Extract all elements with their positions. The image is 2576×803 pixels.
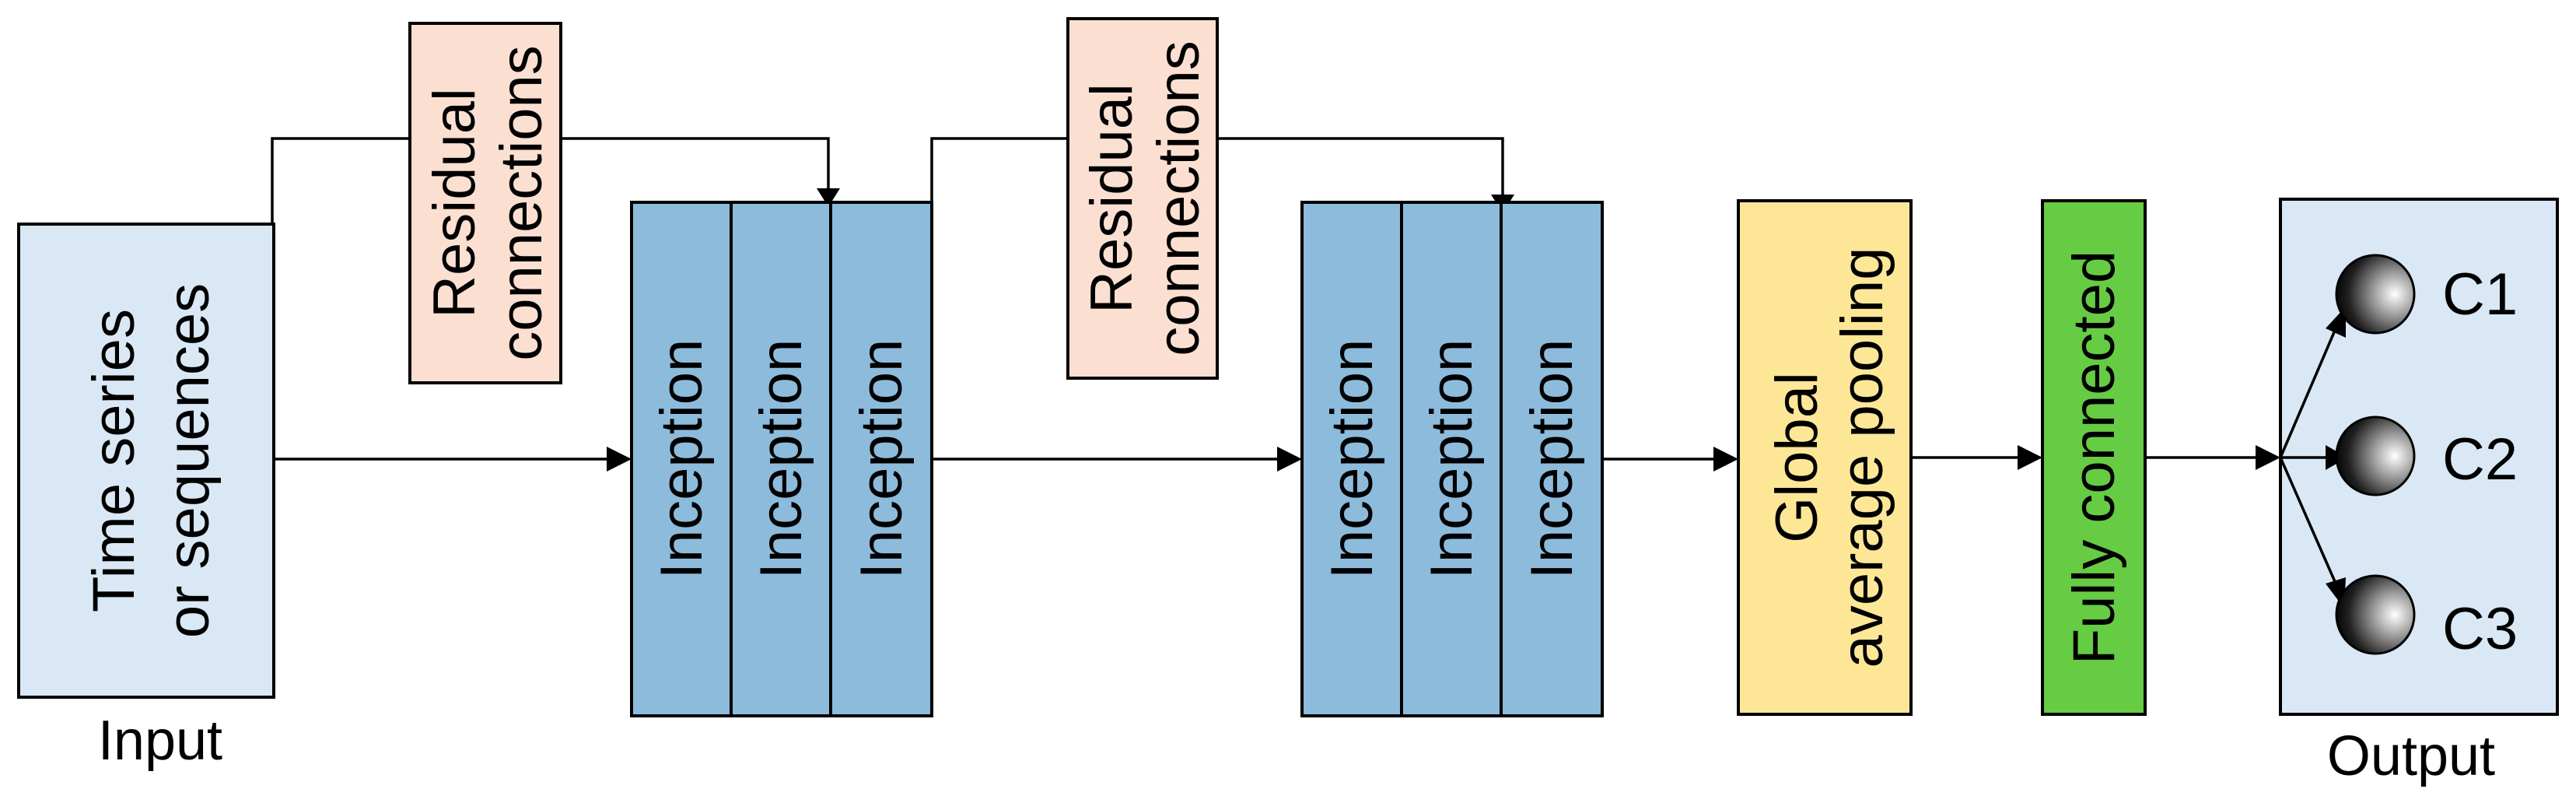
inception-module-box	[829, 201, 933, 717]
class-label-c2: C2	[2442, 426, 2518, 493]
inception-module-box	[730, 201, 832, 717]
class-label-c3: C3	[2442, 596, 2518, 662]
neuron-circle	[2335, 574, 2416, 655]
inception-module: Inception	[829, 201, 933, 717]
class-label-c1: C1	[2442, 261, 2518, 328]
inception-module: Inception	[630, 201, 733, 717]
residual-box-2	[1066, 17, 1219, 380]
inception-module: Inception	[1500, 201, 1604, 717]
neuron-circle	[2335, 416, 2416, 496]
output-neuron-c1: C1	[2335, 254, 2518, 335]
residual-2-label-line2: connections	[1146, 40, 1212, 356]
output-arrowhead-c1	[2326, 307, 2346, 338]
output-arrow-c3	[2279, 457, 2338, 586]
global-average-pooling-block: Global average pooling	[1737, 199, 1913, 716]
fully-connected-box	[2041, 199, 2147, 716]
inception-label: Inception	[1319, 339, 1385, 579]
residual-box-1	[408, 22, 562, 384]
pooling-label-line1: Global	[1764, 372, 1830, 543]
flow-arrowhead-1	[607, 447, 632, 472]
residual-2-label-line1: Residual	[1079, 83, 1145, 314]
inception-label: Inception	[748, 339, 814, 579]
inception-block-2: Inception Inception Inception	[1300, 201, 1604, 717]
inception-module: Inception	[730, 201, 832, 717]
input-box	[17, 223, 275, 699]
residual-connections-box-1: Residual connections	[408, 22, 562, 384]
residual-arrowhead-1	[817, 188, 840, 207]
inception-module-box	[1500, 201, 1604, 717]
input-caption: Input	[98, 710, 222, 772]
output-neuron-c3: C3	[2335, 574, 2518, 662]
residual-1-label-line2: connections	[488, 45, 555, 361]
input-block: Time series or sequences Input	[17, 223, 275, 772]
pooling-box	[1737, 199, 1913, 716]
fully-connected-label: Fully connected	[2061, 251, 2127, 664]
inception-module: Inception	[1400, 201, 1503, 717]
input-label-line2: or sequences	[156, 283, 222, 638]
inception-label: Inception	[1519, 339, 1585, 579]
pooling-label-line2: average pooling	[1829, 247, 1895, 668]
flow-arrowhead-5	[2256, 445, 2280, 470]
inception-block-1: Inception Inception Inception	[630, 201, 933, 717]
output-arrow-c1	[2279, 326, 2338, 458]
inception-module-box	[1300, 201, 1403, 717]
inception-module-box	[1400, 201, 1503, 717]
connection-lines	[271, 137, 2280, 472]
inception-label: Inception	[649, 339, 715, 579]
inception-label: Inception	[1419, 339, 1485, 579]
flow-arrowhead-2	[1277, 447, 1302, 472]
neuron-circle	[2335, 254, 2416, 335]
flow-arrowhead-3	[1713, 447, 1738, 472]
output-block: C1 C2 C3 Output	[2279, 198, 2559, 787]
inception-label: Inception	[849, 339, 915, 579]
residual-1-label-line1: Residual	[422, 88, 488, 318]
output-caption: Output	[2327, 725, 2495, 787]
residual-connections-box-2: Residual connections	[1066, 17, 1219, 380]
inception-module-box	[630, 201, 733, 717]
flow-arrowhead-4	[2018, 445, 2042, 470]
input-label-line1: Time series	[81, 309, 147, 612]
fully-connected-block: Fully connected	[2041, 199, 2147, 716]
inception-module: Inception	[1300, 201, 1403, 717]
output-neuron-c2: C2	[2335, 416, 2518, 496]
